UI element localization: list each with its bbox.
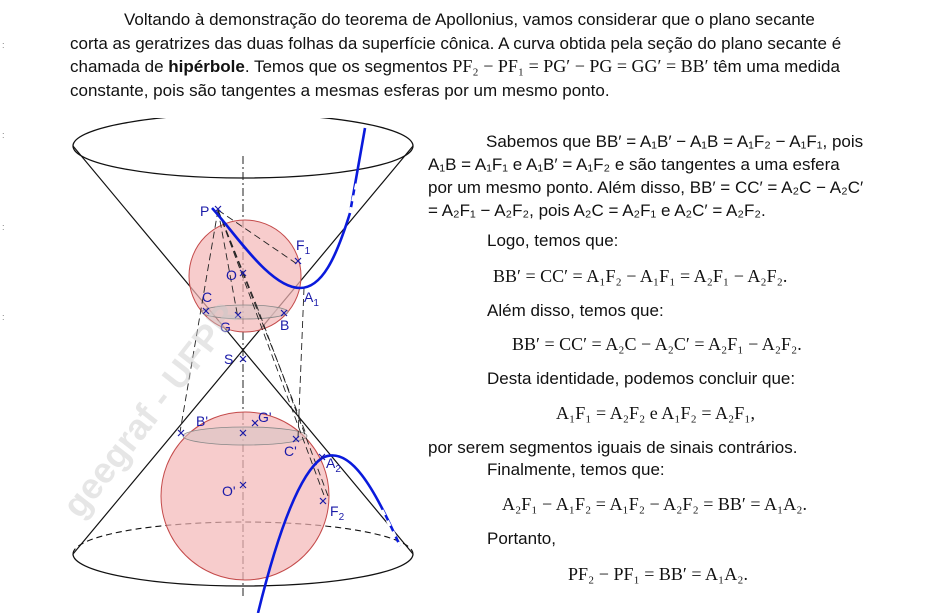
intro-line-1: Voltando à demonstração do teorema de Ap… <box>124 10 815 29</box>
label-P: P <box>200 203 209 219</box>
final-text: Finalmente, temos que: <box>487 460 665 479</box>
hyperbola-upper-branch <box>211 127 367 290</box>
lower-sphere <box>160 411 330 581</box>
point-markers <box>177 205 327 505</box>
label-G: G <box>220 319 231 335</box>
label-F1: F1 <box>296 237 311 257</box>
label-C: C <box>202 289 212 305</box>
bottom-base-back <box>72 521 414 555</box>
label-G-prime: G' <box>258 409 272 425</box>
alem-text: Além disso, temos que: <box>487 301 664 320</box>
label-F2: F2 <box>330 503 345 523</box>
hyperbola-upper-dashed <box>348 177 360 214</box>
intro-line-4: constante, pois são tangentes a mesmas e… <box>70 80 610 100</box>
lower-contact-circle <box>182 426 308 446</box>
label-C-prime: C' <box>284 443 297 459</box>
double-cone-figure: P F1 O A1 C G B S B' G' C' A2 O' F2 geeg… <box>60 118 414 613</box>
label-O-prime: O' <box>222 483 236 499</box>
desta-text: Desta identidade, podemos concluir que: <box>487 369 796 388</box>
label-O: O <box>226 267 237 283</box>
intro-line-2: corta as geratrizes das duas folhas da s… <box>70 33 842 53</box>
intro-line-3a: chamada de <box>70 57 169 76</box>
portanto-text: Portanto, <box>487 529 556 548</box>
bottom-base-front <box>72 553 414 587</box>
hiperbole-term: hipérbole <box>168 57 245 76</box>
label-A1: A1 <box>304 289 319 309</box>
intro-line-3c: têm uma medida <box>708 57 840 76</box>
intro-line-3b: . Temos que os segmentos <box>244 57 453 76</box>
label-B: B <box>280 317 289 333</box>
right-line-2: A₁B = A₁F₁ e A₁B′ = A₁F₂ e são tangentes… <box>428 155 840 174</box>
equation-4: A₂F₁ − A₁F₂ = A₁F₂ − A₂F₂ = BB′ = A₁A₂. <box>502 494 808 514</box>
equation-5: PF₂ − PF₁ = BB′ = A₁A₂. <box>568 564 749 584</box>
label-A2: A2 <box>326 455 341 475</box>
right-line-1: Sabemos que BB′ = A₁B′ − A₁B = A₁F₂ − A₁… <box>486 132 864 151</box>
logo-text: Logo, temos que: <box>487 231 619 250</box>
intro-paragraph: Voltando à demonstração do teorema de Ap… <box>70 8 900 102</box>
label-S: S <box>224 351 233 367</box>
intro-equation: PF₂ − PF₁ = PG′ − PG = GG′ = BB′ <box>452 56 709 76</box>
equation-2: BB′ = CC′ = A₂C − A₂C′ = A₂F₁ − A₂F₂. <box>512 334 802 354</box>
upper-contact-circle <box>201 304 289 320</box>
right-line-3: por um mesmo ponto. Além disso, BB′ = CC… <box>428 178 864 197</box>
label-B-prime: B' <box>196 413 208 429</box>
hyperbola-lower-branch <box>256 454 402 613</box>
equation-3: A₁F₁ = A₂F₂ e A₁F₂ = A₂F₁, <box>556 403 756 423</box>
right-line-4: = A₂F₁ − A₂F₂, pois A₂C = A₂F₁ e A₂C′ = … <box>428 201 766 220</box>
equation-1: BB′ = CC′ = A₁F₂ − A₁F₁ = A₂F₁ − A₂F₂. <box>493 266 788 286</box>
por-text: por serem segmentos iguais de sinais con… <box>428 438 798 457</box>
right-paragraph: Sabemos que BB′ = A₁B′ − A₁B = A₁F₂ − A₁… <box>428 130 898 222</box>
